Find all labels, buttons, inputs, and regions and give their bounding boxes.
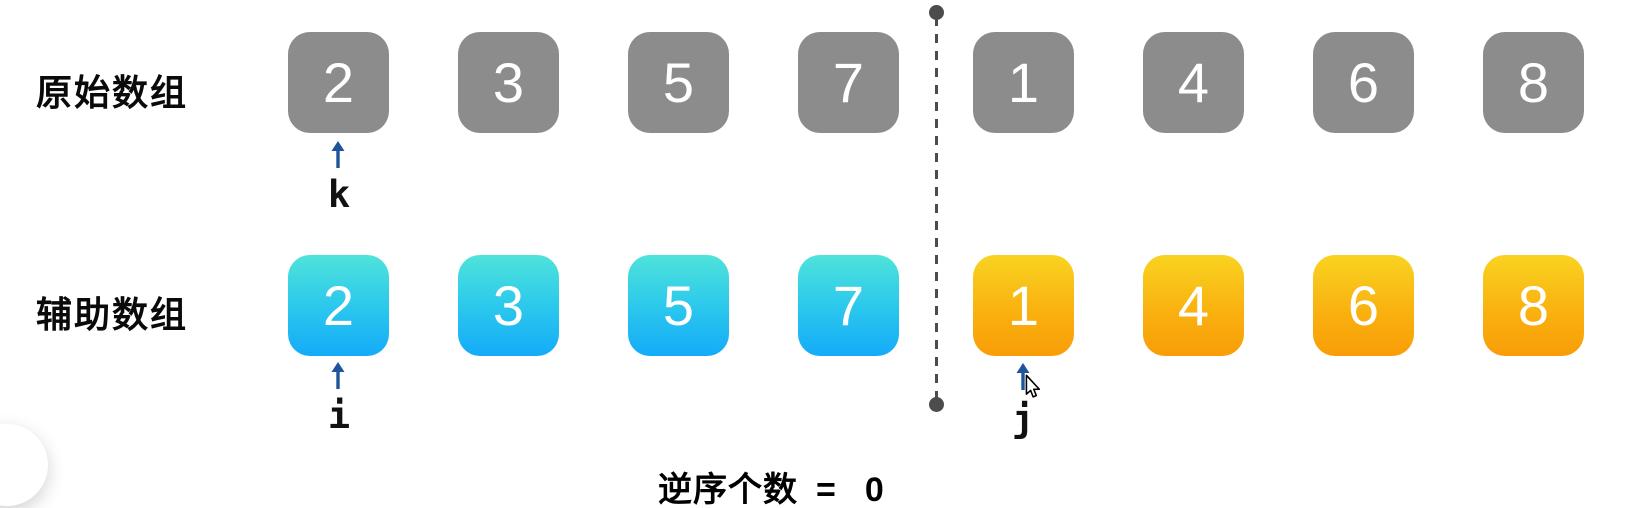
box-value: 7 [832, 50, 865, 114]
box-value: 3 [492, 273, 525, 337]
mouse-cursor-icon [1025, 374, 1041, 398]
auxiliary-right-box: 8 [1483, 255, 1584, 356]
divider-bottom-dot [929, 397, 944, 412]
inversion-count-value: 0 [864, 471, 885, 508]
box-value: 6 [1347, 50, 1380, 114]
original-array-box: 8 [1483, 32, 1584, 133]
box-value: 5 [662, 50, 695, 114]
auxiliary-left-box: 5 [628, 255, 729, 356]
equals-sign: = [816, 471, 837, 508]
original-array-box: 1 [973, 32, 1074, 133]
auxiliary-left-box: 2 [288, 255, 389, 356]
corner-overlay-bubble [0, 424, 48, 506]
auxiliary-right-box: 4 [1143, 255, 1244, 356]
auxiliary-left-box: 7 [798, 255, 899, 356]
box-value: 4 [1177, 50, 1210, 114]
auxiliary-right-box: 1 [973, 255, 1074, 356]
box-value: 8 [1517, 50, 1550, 114]
original-array-box: 4 [1143, 32, 1244, 133]
box-value: 1 [1007, 50, 1040, 114]
box-value: 6 [1347, 273, 1380, 337]
auxiliary-left-box: 3 [458, 255, 559, 356]
box-value: 7 [832, 273, 865, 337]
original-array-box: 5 [628, 32, 729, 133]
auxiliary-array-label: 辅助数组 [36, 294, 189, 335]
up-arrow-icon [331, 362, 345, 389]
up-arrow-icon [1016, 363, 1030, 390]
divider-dashed-line [935, 17, 938, 401]
original-array-box: 6 [1313, 32, 1414, 133]
box-value: 4 [1177, 273, 1210, 337]
divider-top-dot [929, 5, 944, 20]
box-value: 3 [492, 50, 525, 114]
box-value: 5 [662, 273, 695, 337]
original-array-box: 7 [798, 32, 899, 133]
box-value: 1 [1007, 273, 1040, 337]
up-arrow-icon [331, 141, 345, 168]
original-array-box: 2 [288, 32, 389, 133]
auxiliary-right-box: 6 [1313, 255, 1414, 356]
inversion-count-label: 逆序个数 [658, 471, 798, 508]
inversion-count-caption: 逆序个数 = 0 [658, 462, 885, 508]
pointer-j-label: j [1011, 397, 1035, 440]
original-array-label: 原始数组 [36, 72, 189, 113]
pointer-i-label: i [327, 394, 351, 437]
box-value: 2 [322, 50, 355, 114]
box-value: 2 [322, 273, 355, 337]
pointer-k-label: k [327, 173, 351, 216]
original-array-box: 3 [458, 32, 559, 133]
box-value: 8 [1517, 273, 1550, 337]
